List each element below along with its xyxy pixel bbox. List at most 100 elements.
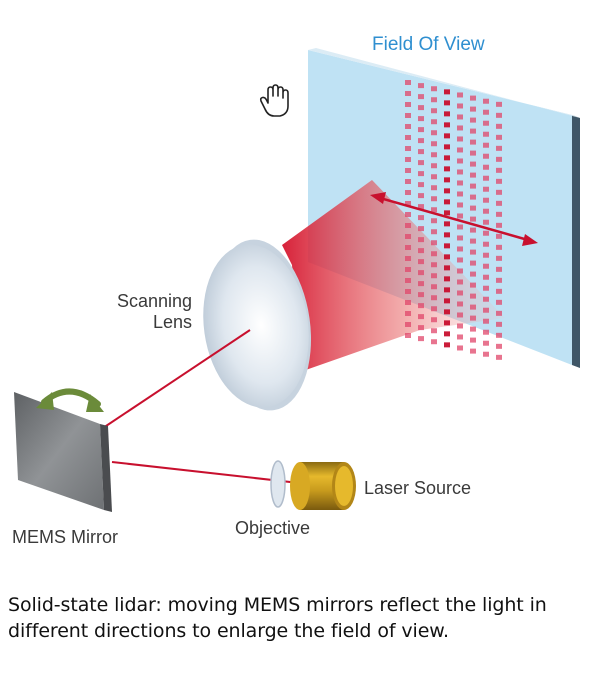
scan-dot: [418, 281, 424, 287]
scan-dot: [431, 240, 437, 246]
scan-dot: [496, 244, 502, 250]
scan-dot: [470, 172, 476, 178]
scan-dot: [444, 298, 450, 304]
scan-dot: [431, 86, 437, 92]
mems-mirror: [14, 392, 112, 512]
scan-dot: [483, 219, 489, 225]
scan-dot: [457, 158, 463, 164]
scan-dot: [444, 276, 450, 282]
scan-dot: [431, 317, 437, 323]
scan-dot: [483, 98, 489, 104]
scan-dot: [418, 94, 424, 100]
scan-dot: [496, 211, 502, 217]
scan-dot: [418, 193, 424, 199]
mems-mirror-label: MEMS Mirror: [12, 527, 118, 547]
scan-dot: [418, 270, 424, 276]
scan-dot: [405, 124, 411, 129]
scan-dot: [496, 277, 502, 283]
scan-dot: [431, 174, 437, 180]
scan-dot: [444, 320, 450, 326]
scanning-lens: [203, 239, 312, 411]
diagram-canvas: [14, 48, 580, 512]
scan-dot: [431, 185, 437, 191]
scan-dot: [483, 208, 489, 214]
scan-dot: [483, 109, 489, 115]
scan-dot: [470, 205, 476, 211]
scan-dot: [483, 307, 489, 313]
scan-dot: [457, 125, 463, 131]
scan-dot: [444, 265, 450, 271]
scan-direction-arrow: [370, 192, 538, 246]
scan-dot: [444, 254, 450, 260]
scan-dot: [496, 255, 502, 261]
scan-dot: [405, 245, 411, 250]
scan-dot: [405, 80, 411, 85]
scan-dot: [418, 83, 424, 89]
scan-dot: [457, 103, 463, 109]
scan-dot: [496, 343, 502, 349]
scan-dot: [496, 299, 502, 305]
scan-dot: [405, 135, 411, 140]
scan-dot: [418, 292, 424, 298]
scan-dot: [496, 145, 502, 151]
scan-dot: [470, 304, 476, 310]
scan-dot: [431, 141, 437, 147]
scan-dot: [405, 102, 411, 107]
scan-dot: [483, 285, 489, 291]
scan-dot: [444, 122, 450, 128]
scan-dot: [470, 106, 476, 112]
scan-dot: [431, 163, 437, 169]
scan-dot: [470, 95, 476, 101]
scan-dot: [444, 199, 450, 205]
scan-dot: [483, 164, 489, 170]
scan-dot: [470, 293, 476, 299]
scan-dot: [496, 156, 502, 162]
scan-dot: [457, 246, 463, 252]
scan-dot: [405, 300, 411, 305]
scan-dot: [457, 268, 463, 274]
scan-dot: [496, 134, 502, 140]
scan-dot: [405, 179, 411, 184]
scan-dot: [405, 113, 411, 118]
scan-dot: [496, 354, 502, 360]
scan-dot: [457, 180, 463, 186]
scan-dot: [457, 257, 463, 263]
laser-source-label: Laser Source: [364, 478, 472, 498]
scan-dot: [431, 196, 437, 202]
scan-dot: [405, 91, 411, 96]
scan-dot: [470, 216, 476, 222]
scan-dot: [457, 114, 463, 120]
scan-dot: [470, 139, 476, 145]
scan-dot: [470, 194, 476, 200]
scan-dot: [444, 243, 450, 249]
scan-dot: [444, 342, 450, 348]
scan-dot: [431, 273, 437, 279]
scan-dot: [418, 116, 424, 122]
scan-dot: [444, 166, 450, 172]
field-of-view-label: Field Of View: [372, 34, 485, 55]
scan-dot: [444, 188, 450, 194]
scan-dot: [496, 123, 502, 129]
scan-dot: [418, 171, 424, 177]
scan-dot: [470, 282, 476, 288]
scan-dot: [418, 149, 424, 155]
objective-label: Objective: [235, 518, 311, 538]
scan-dot: [496, 101, 502, 107]
scan-dot: [444, 210, 450, 216]
scan-dot: [457, 345, 463, 351]
scan-dot: [405, 212, 411, 217]
scan-dot: [418, 325, 424, 331]
scan-dot: [444, 89, 450, 95]
scan-dot: [470, 150, 476, 156]
scan-dot: [483, 329, 489, 335]
scan-dot: [418, 237, 424, 243]
scan-dot: [405, 223, 411, 228]
objective-lens: [270, 460, 286, 508]
scan-dot: [457, 224, 463, 230]
scan-dot: [470, 337, 476, 343]
scan-dot: [405, 168, 411, 173]
scan-dot: [405, 267, 411, 272]
scan-dot: [457, 301, 463, 307]
scan-dot: [431, 152, 437, 158]
scan-dot: [483, 230, 489, 236]
